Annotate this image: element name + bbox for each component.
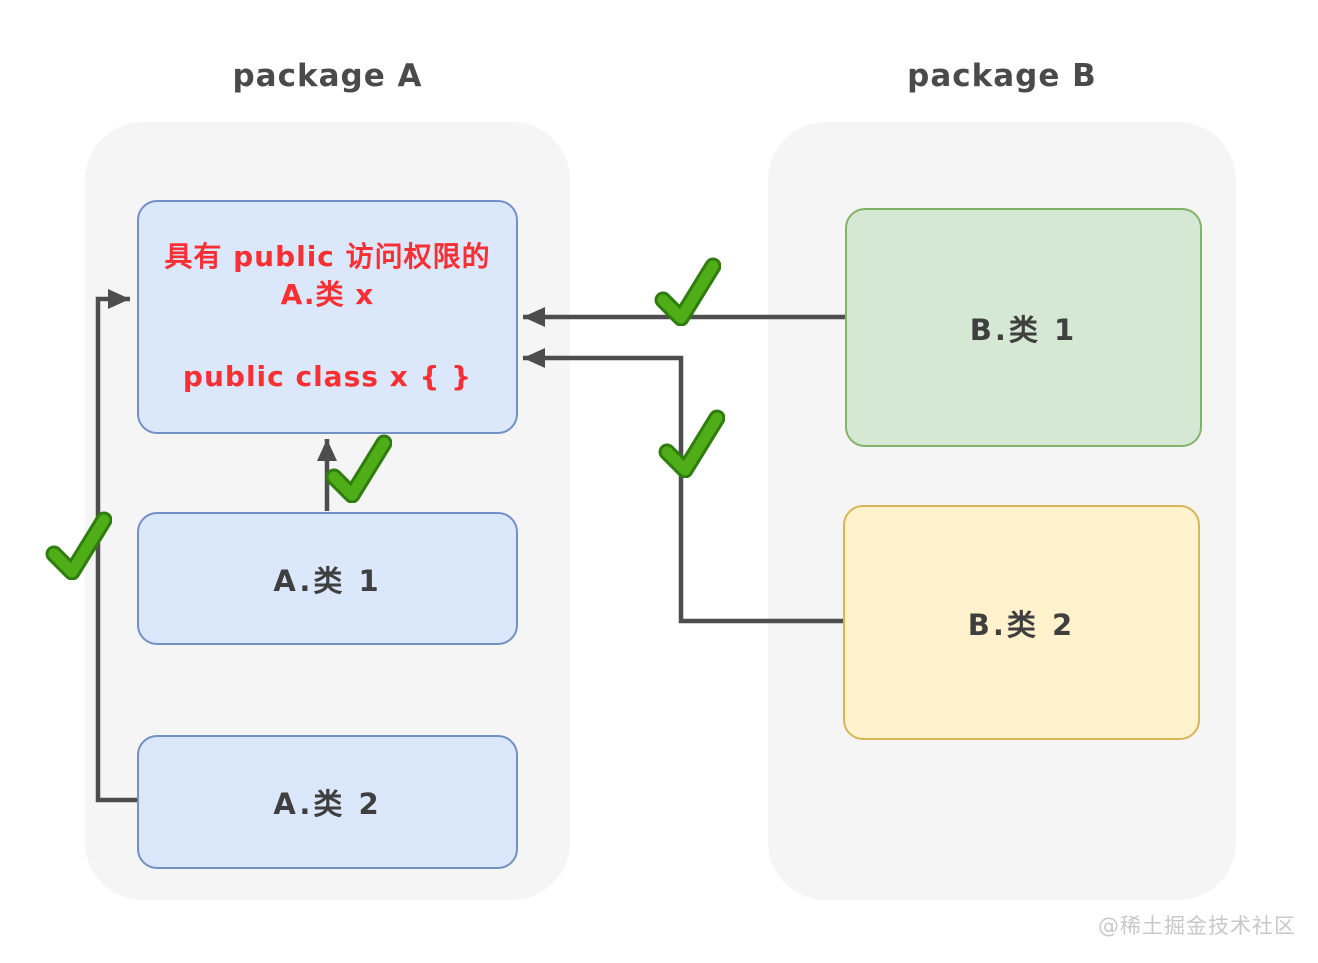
class-a2-node: A.类 2 <box>137 735 518 869</box>
class-b1-label: B.类 1 <box>969 312 1078 347</box>
checkmark-icon <box>667 418 717 470</box>
class-b2-label: B.类 2 <box>967 607 1076 642</box>
public-class-x-node: 具有 public 访问权限的 A.类 x public class x { } <box>137 200 518 434</box>
class-b1-node: B.类 1 <box>845 208 1202 447</box>
checkmark-icon <box>334 443 384 495</box>
public-access-description-line1: 具有 public 访问权限的 <box>164 240 491 274</box>
class-b2-node: B.类 2 <box>843 505 1200 740</box>
public-class-declaration: public class x { } <box>182 359 473 393</box>
class-a2-label: A.类 2 <box>273 787 382 821</box>
watermark: @稀土掘金技术社区 <box>1098 914 1296 938</box>
package-a-title: package A <box>232 58 423 94</box>
arrow-b2-to-public-x <box>523 348 843 624</box>
public-access-description-line2: A.类 x <box>280 278 375 312</box>
package-b-title: package B <box>907 58 1097 94</box>
class-a1-label: A.类 1 <box>273 563 382 598</box>
checkmark-icon <box>663 266 713 318</box>
class-a1-node: A.类 1 <box>137 512 518 645</box>
arrow-a2-to-public-x <box>95 289 137 803</box>
